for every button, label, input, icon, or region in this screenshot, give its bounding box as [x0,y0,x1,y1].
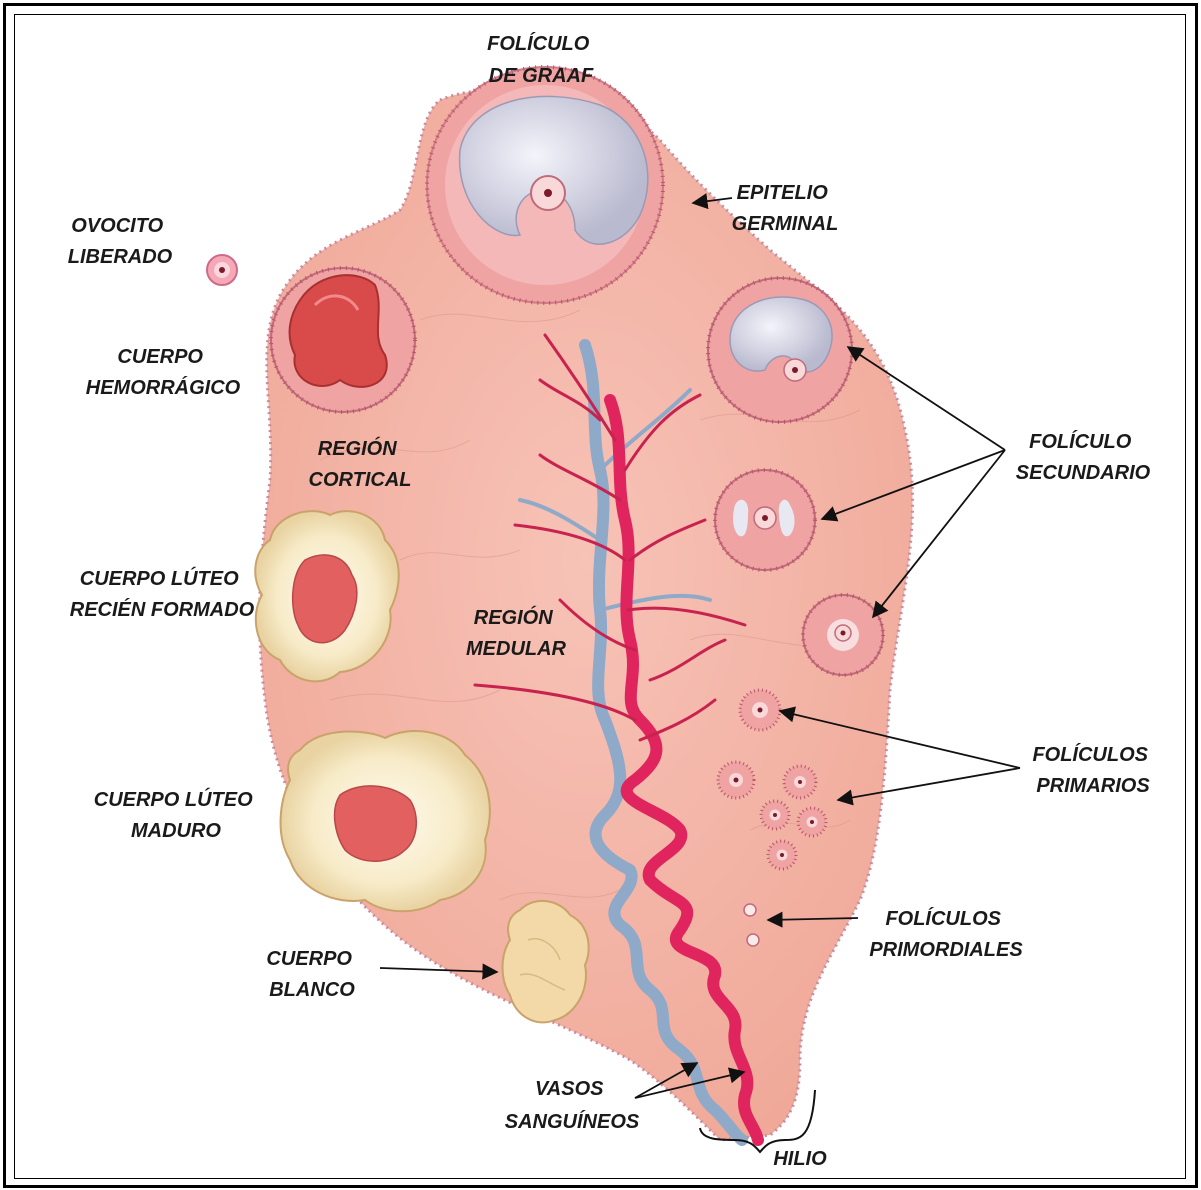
secondary-follicle-1 [708,278,852,422]
label-foliculo-secundario: FOLÍCULO SECUNDARIO [1016,430,1151,484]
graafian-follicle [427,67,663,303]
label-ovocito-liberado: OVOCITO LIBERADO [68,215,173,268]
label-foliculos-primarios: FOLÍCULOS PRIMARIOS [1032,743,1153,797]
corpus-hemorrhagicum [271,268,415,412]
corpus-luteum-mature [281,731,490,911]
primary-follicle [784,766,816,798]
primary-follicle [761,801,789,829]
primary-follicle [718,762,754,798]
label-cuerpo-blanco: CUERPO BLANCO [266,948,357,1001]
secondary-follicle-2 [715,470,815,570]
released-oocyte [207,255,237,285]
primary-follicle [768,841,796,869]
secondary-follicle-3 [803,595,883,675]
label-foliculo-graaf: FOLÍCULO DE GRAAF [487,32,595,87]
primary-follicle [798,808,826,836]
label-cuerpo-luteo-maduro: CUERPO LÚTEO MADURO [94,787,258,842]
corpus-albicans [503,901,589,1022]
primary-follicle [740,690,780,730]
label-vasos-sanguineos: VASOS SANGUÍNEOS [505,1078,640,1133]
label-cuerpo-hemorragico: CUERPO HEMORRÁGICO [86,346,241,399]
label-foliculos-primordiales: FOLÍCULOS PRIMORDIALES [869,907,1023,961]
label-hilio: HILIO [773,1148,827,1170]
label-epitelio-germinal: EPITELIO GERMINAL [732,182,839,235]
label-cuerpo-luteo-reciente: CUERPO LÚTEO RECIÉN FORMADO [70,566,255,621]
